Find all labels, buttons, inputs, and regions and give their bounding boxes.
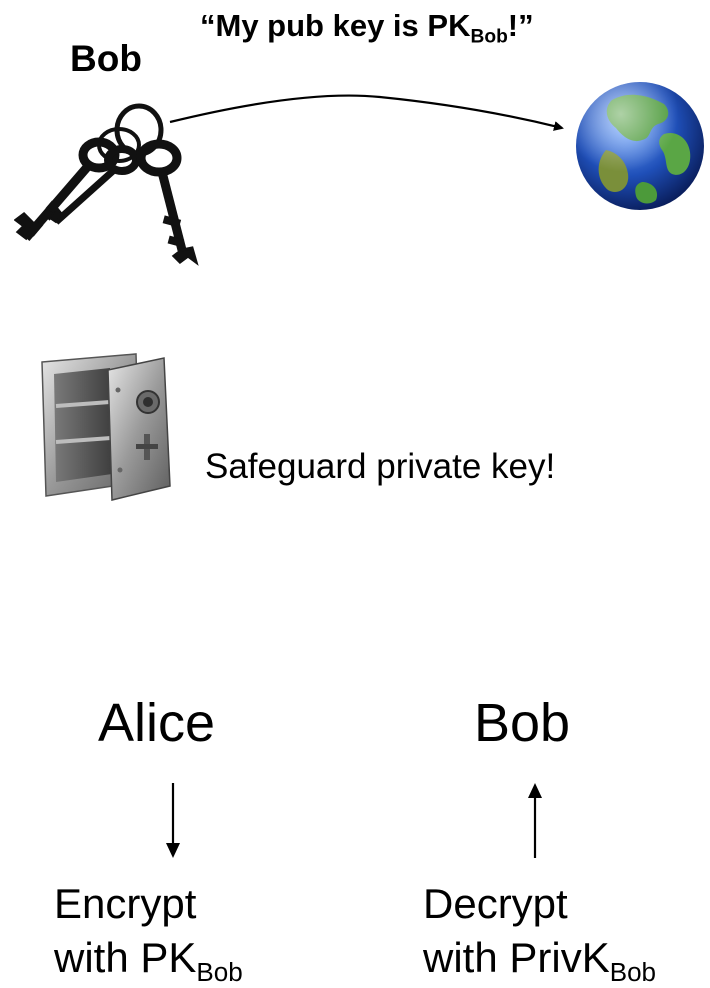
decrypt-arrow [528,783,542,858]
encrypt-key-label: with PK [54,934,196,981]
decrypt-key-subscript: Bob [610,957,656,987]
encrypt-text: Encrypt [54,880,196,928]
decrypt-key-label: with PrivK [423,934,610,981]
encrypt-key-subscript: Bob [196,957,242,987]
encrypt-key-text: with PKBob [54,934,243,982]
decrypt-key-text: with PrivKBob [423,934,656,982]
encrypt-arrow [166,783,180,858]
decrypt-text: Decrypt [423,880,568,928]
